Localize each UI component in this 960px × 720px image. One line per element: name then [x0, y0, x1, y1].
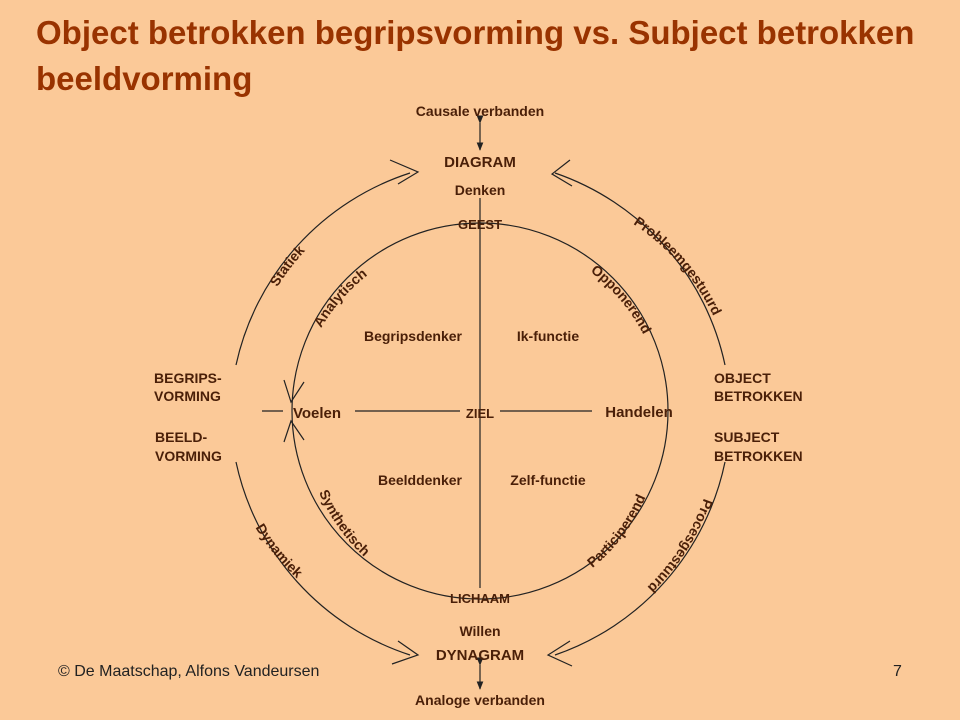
quadrant-beelddenker: Beelddenker	[378, 472, 463, 488]
quadrant-ik-functie: Ik-functie	[517, 328, 579, 344]
arc-label-procesgestuurd: Procesgestuurd	[645, 497, 716, 596]
arc-label-synthetisch: Synthetisch	[316, 487, 373, 559]
arc-label-statiek: Statiek	[266, 242, 307, 289]
arc-text-procesgestuurd: Procesgestuurd	[645, 497, 716, 596]
arrowhead-diagram-right	[550, 159, 573, 187]
arc-label-opponerend: Opponerend	[588, 261, 655, 336]
label-analoge-verbanden: Analoge verbanden	[415, 692, 545, 708]
arc-text-probleemgestuurd: Probleemgestuurd	[631, 213, 725, 317]
label-begripsvorming-2: VORMING	[154, 388, 221, 404]
arc-label-participerend: Participerend	[584, 492, 649, 571]
node-diagram: DIAGRAM	[444, 154, 516, 171]
arrowhead-voelen-bottom	[283, 419, 305, 443]
quadrant-begripsdenker: Begripsdenker	[364, 328, 463, 344]
label-causale-verbanden: Causale verbanden	[416, 103, 544, 119]
label-ziel: ZIEL	[466, 406, 494, 421]
arc-text-analytisch: Analytisch	[310, 265, 370, 330]
label-object-betrokken-1: OBJECT	[714, 370, 771, 386]
arc-text-participerend: Participerend	[584, 492, 649, 571]
label-beeldvorming-2: VORMING	[155, 448, 222, 464]
label-willen: Willen	[459, 623, 500, 639]
label-lichaam: LICHAAM	[450, 591, 510, 606]
page-number: 7	[893, 663, 902, 680]
node-voelen: Voelen	[293, 405, 341, 422]
label-begripsvorming-1: BEGRIPS-	[154, 370, 222, 386]
outer-arc-bottom-right	[554, 461, 726, 656]
arc-text-statiek: Statiek	[266, 242, 307, 289]
arrowhead-dynagram-left	[391, 640, 420, 665]
label-subject-betrokken-2: BETROKKEN	[714, 448, 803, 464]
label-object-betrokken-2: BETROKKEN	[714, 388, 803, 404]
arc-label-probleemgestuurd: Probleemgestuurd	[631, 213, 725, 317]
outer-arc-top-left	[235, 172, 411, 366]
arrowhead-voelen-top	[283, 379, 305, 404]
arc-label-dynamiek: Dynamiek	[253, 521, 306, 581]
arrowhead-diagram-left	[389, 159, 420, 185]
outer-arc-bottom-left	[235, 461, 411, 656]
outer-arc-top-right	[554, 172, 726, 366]
quadrant-zelf-functie: Zelf-functie	[510, 472, 586, 488]
arrowhead-dynagram-right	[546, 640, 573, 667]
label-geest: GEEST	[458, 217, 502, 232]
node-handelen: Handelen	[605, 404, 673, 421]
slide-title: Object betrokken begripsvorming vs. Subj…	[36, 14, 915, 97]
label-subject-betrokken-1: SUBJECT	[714, 429, 780, 445]
arc-label-analytisch: Analytisch	[310, 265, 370, 330]
footer-copyright: © De Maatschap, Alfons Vandeursen	[58, 663, 320, 680]
node-dynagram: DYNAGRAM	[436, 647, 524, 664]
label-beeldvorming-1: BEELD-	[155, 429, 207, 445]
arc-text-dynamiek: Dynamiek	[253, 521, 306, 581]
label-denken: Denken	[455, 182, 506, 198]
arc-text-opponerend: Opponerend	[588, 261, 655, 336]
arc-text-synthetisch: Synthetisch	[316, 487, 373, 559]
